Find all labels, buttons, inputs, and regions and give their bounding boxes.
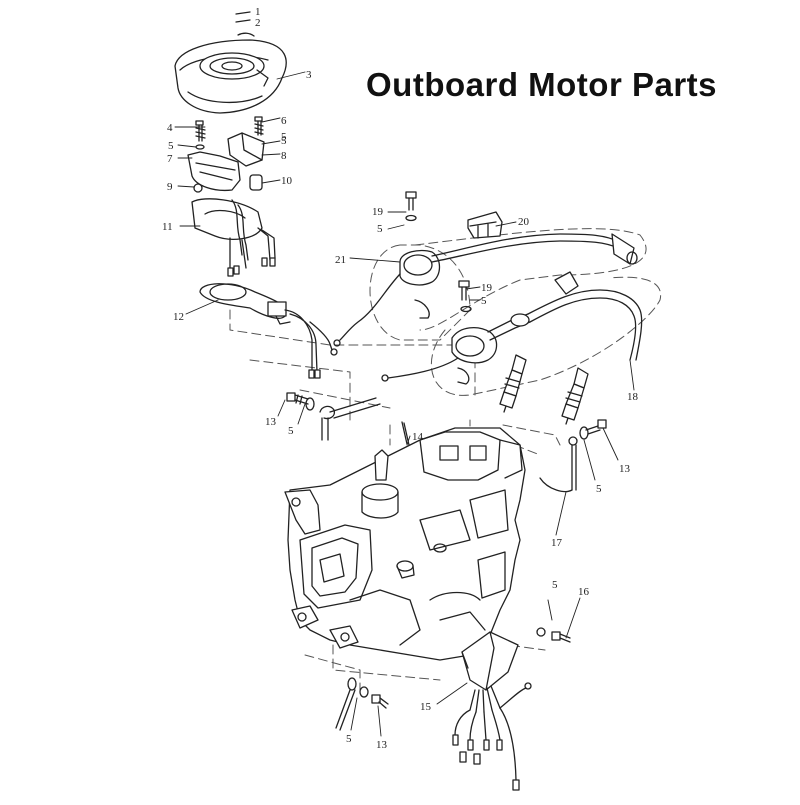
callout-6: 6 <box>281 115 287 127</box>
callout-5e: 5 <box>481 295 487 307</box>
cdi-mounting-hardware <box>536 627 571 643</box>
lower-ground-lead <box>335 677 389 731</box>
callout-5b: 5 <box>281 135 287 147</box>
callout-8: 8 <box>281 150 287 162</box>
callout-16: 16 <box>578 586 590 598</box>
callout-2: 2 <box>255 17 261 29</box>
callout-19a: 19 <box>372 206 384 218</box>
callout-5f: 5 <box>288 425 294 437</box>
callout-5h: 5 <box>552 579 558 591</box>
callout-labels: 1 2 3 4 5 5 6 5 8 7 9 10 11 12 19 5 20 2… <box>162 6 639 751</box>
callout-5g: 5 <box>596 483 602 495</box>
callout-17: 17 <box>551 537 563 549</box>
callout-5c: 5 <box>281 131 287 143</box>
callout-14: 14 <box>412 431 424 443</box>
part-1-2-keys <box>235 11 255 37</box>
spark-plug-right <box>561 367 589 425</box>
timing-plate-part-12 <box>199 283 338 379</box>
spark-plug-left <box>499 354 527 413</box>
callout-13b: 13 <box>619 463 631 475</box>
callout-20: 20 <box>518 216 530 228</box>
ignition-coil-lower <box>381 271 643 385</box>
callout-4: 4 <box>167 122 173 134</box>
callout-1: 1 <box>255 6 261 18</box>
ground-hardware-left <box>286 392 381 441</box>
callout-12: 12 <box>173 311 184 323</box>
callout-3: 3 <box>306 69 312 81</box>
coil-bolts-and-clamp <box>405 191 503 313</box>
callout-21: 21 <box>335 254 346 266</box>
ignition-coil-upper <box>333 233 638 347</box>
engine-block <box>284 427 526 661</box>
cdi-unit-part-15 <box>452 631 532 791</box>
callout-7: 7 <box>167 153 173 165</box>
callout-leaders <box>174 71 635 737</box>
callout-13c: 13 <box>376 739 388 751</box>
callout-18: 18 <box>627 391 639 403</box>
callout-5d: 5 <box>377 223 383 235</box>
callout-19b: 19 <box>481 282 493 294</box>
flywheel-part-3 <box>174 39 287 114</box>
ground-hardware-right <box>539 419 607 493</box>
callout-5i: 5 <box>346 733 352 745</box>
callout-15: 15 <box>420 701 432 713</box>
callout-9: 9 <box>167 181 173 193</box>
callout-13a: 13 <box>265 416 277 428</box>
stator-hardware <box>187 116 276 277</box>
callout-10: 10 <box>281 175 293 187</box>
callout-11: 11 <box>162 221 173 233</box>
page-title: Outboard Motor Parts <box>366 66 718 103</box>
callout-5a: 5 <box>168 140 174 152</box>
